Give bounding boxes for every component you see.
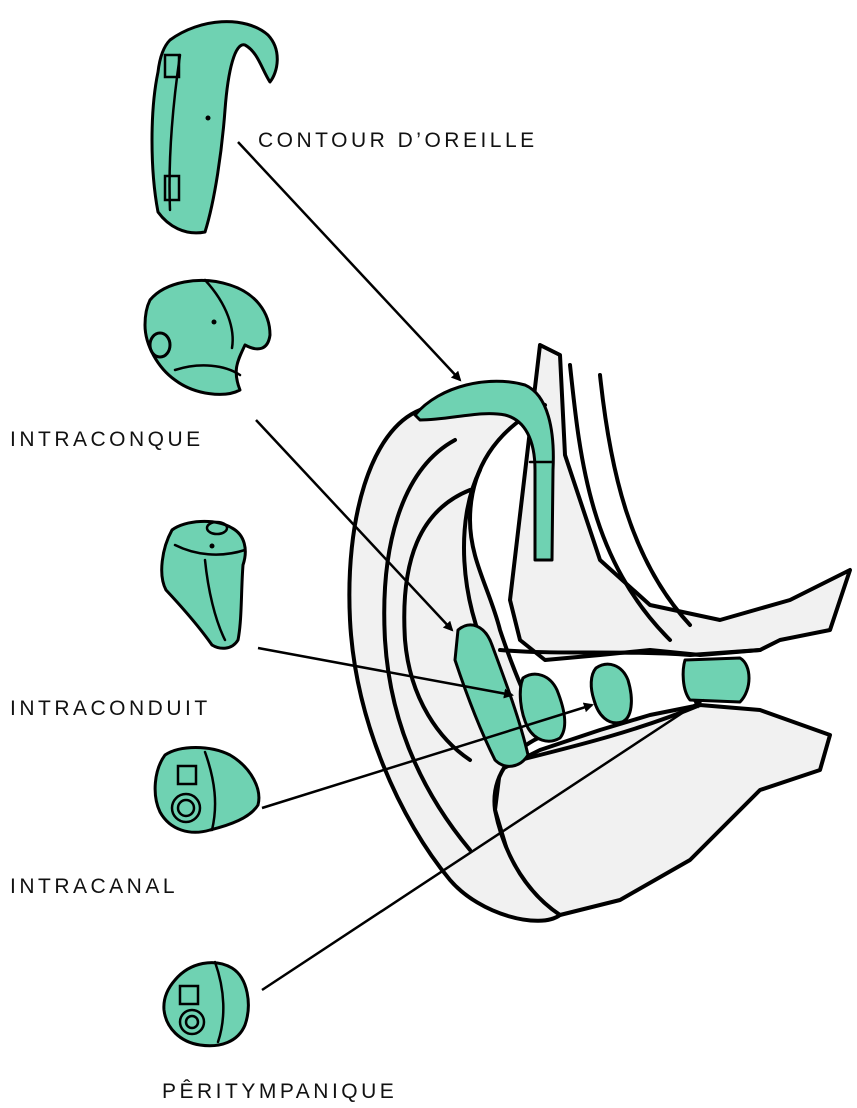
peri-in-ear — [683, 658, 749, 702]
label-contour-oreille: CONTOUR D’OREILLE — [258, 129, 538, 152]
cic-in-ear — [591, 664, 631, 723]
label-peritympanique: PÊRITYMPANIQUE — [162, 1080, 397, 1103]
itc-device-icon — [162, 521, 246, 648]
ite-device-icon — [145, 280, 270, 394]
arrow-bte — [238, 142, 460, 380]
label-intraconduit: INTRACONDUIT — [10, 697, 211, 720]
label-intracanal: INTRACANAL — [10, 875, 178, 898]
bte-device-icon — [152, 22, 277, 233]
label-intraconque: INTRACONQUE — [10, 428, 204, 451]
ear-cross-section — [349, 345, 850, 921]
cic-device-icon — [155, 748, 259, 833]
peri-device-icon — [164, 962, 248, 1046]
